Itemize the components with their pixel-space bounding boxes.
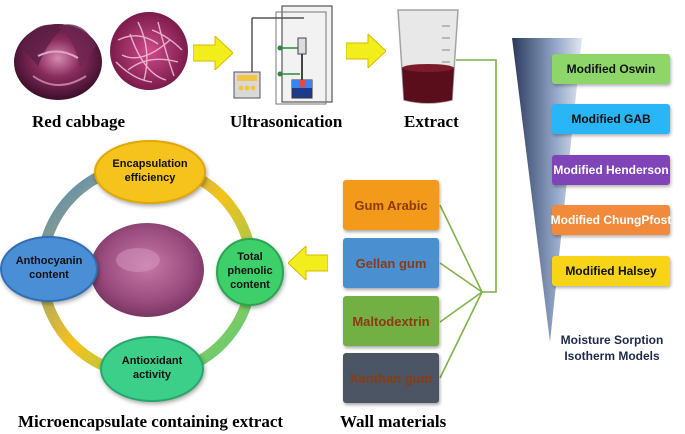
caption-microencapsulate: Microencapsulate containing extract <box>18 412 284 431</box>
model-modified-halsey: Modified Halsey <box>552 256 670 286</box>
node-encapsulation-efficiency: Encapsulation efficiency <box>94 140 206 204</box>
wall-material-maltodextrin: Maltodextrin <box>343 296 439 346</box>
model-modified-henderson: Modified Henderson <box>552 155 670 185</box>
models-label: Moisture Sorption Isotherm Models <box>560 333 664 364</box>
node-antioxidant-activity: Antioxidant activity <box>100 336 204 402</box>
caption-wall-materials: Wall materials <box>340 412 447 431</box>
wall-material-xanthan-gum: Xanthan gum <box>343 353 439 403</box>
node-anthocyanin-content: Anthocyanin content <box>0 236 98 302</box>
model-modified-chungpfost: Modified ChungPfost <box>551 205 671 235</box>
caption-extract: Extract <box>404 112 459 131</box>
node-total-phenolic-content: Total phenolic content <box>216 238 284 306</box>
caption-ultrasonication: Ultrasonication <box>230 112 343 131</box>
wall-material-gellan-gum: Gellan gum <box>343 238 439 288</box>
model-modified-oswin: Modified Oswin <box>552 54 670 84</box>
arrow-left <box>288 246 328 280</box>
ultrasonication-apparatus-image <box>228 2 340 108</box>
caption-red-cabbage: Red cabbage <box>32 112 126 131</box>
wall-material-gum-arabic: Gum Arabic <box>343 180 439 230</box>
shredded-cabbage-image <box>108 10 190 92</box>
arrow-right-1 <box>193 36 233 70</box>
arrow-right-2 <box>346 34 386 68</box>
extract-beaker-image <box>392 2 464 106</box>
microcapsule-powder-image <box>88 220 206 320</box>
red-cabbage-image <box>8 6 108 106</box>
model-modified-gab: Modified GAB <box>552 104 670 134</box>
